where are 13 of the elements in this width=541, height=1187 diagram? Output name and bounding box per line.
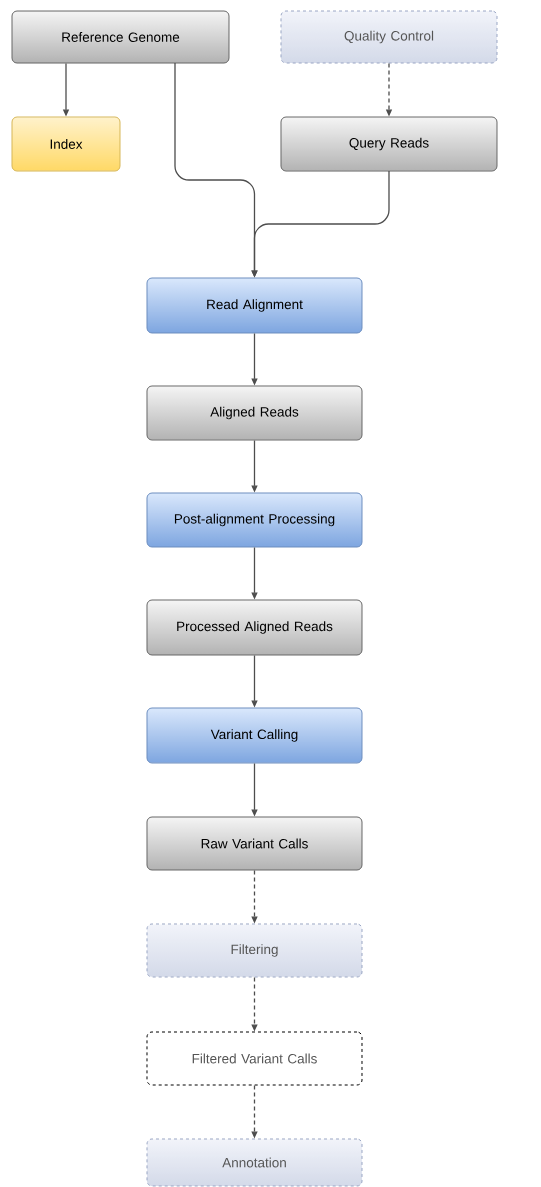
optional-step-box: Filtering (146, 923, 363, 978)
process-box: Variant Calling (146, 707, 363, 764)
data-box: Query Reads (280, 116, 498, 172)
data-box: Reference Genome (11, 10, 230, 64)
data-box: Aligned Reads (146, 385, 363, 441)
optional-step-box: Annotation (146, 1138, 363, 1187)
process-box: Post-alignment Processing (146, 492, 363, 548)
data-box: Processed Aligned Reads (146, 599, 363, 656)
process-box: Read Alignment (146, 277, 363, 334)
data-box: Raw Variant Calls (146, 816, 363, 871)
output-box: Filtered Variant Calls (146, 1031, 363, 1086)
index-box: Index (11, 116, 121, 172)
optional-step-box: Quality Control (280, 10, 498, 64)
